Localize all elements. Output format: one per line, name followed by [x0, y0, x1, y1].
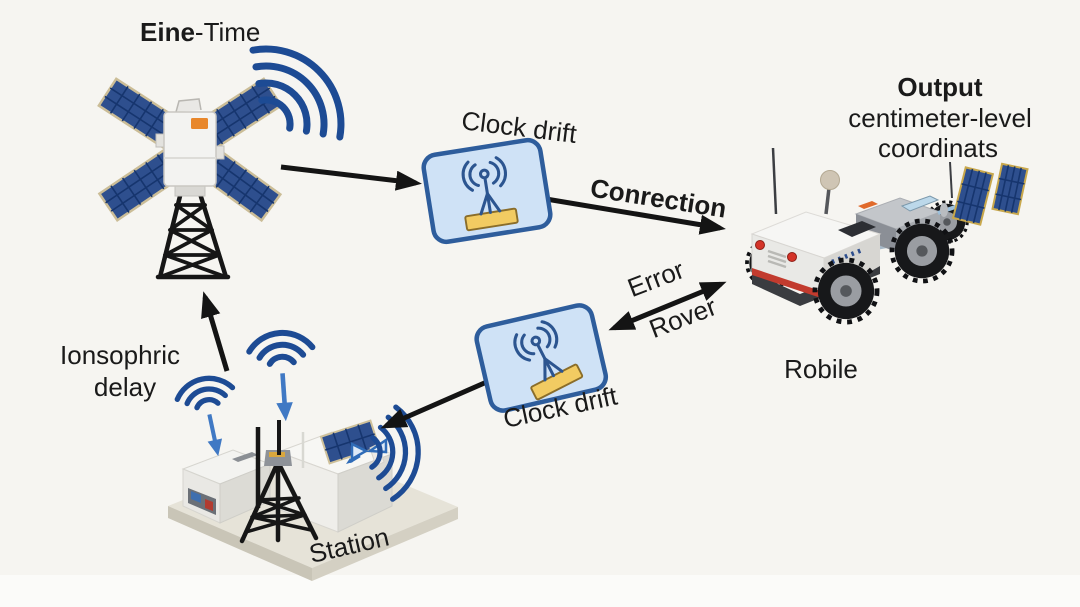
rover-headlight [787, 252, 797, 262]
clock-drift-box-bottom [474, 303, 609, 413]
output-line2: centimeter-level [848, 103, 1032, 133]
rover-top-module [838, 221, 876, 237]
satellite-icon [97, 28, 363, 280]
rover-red-stripe [752, 268, 824, 299]
satellite-window [191, 118, 208, 129]
rover-headlight [755, 240, 765, 250]
satellite-body [163, 111, 217, 187]
station-platform-edge-left [168, 506, 312, 581]
rover-icon [745, 147, 1029, 322]
arrow-error-rover [608, 281, 727, 331]
rover-name-label: Robile [784, 354, 858, 384]
satellite-tower [155, 181, 231, 280]
satellite-title-bold: Eine [140, 17, 195, 47]
base-station-icon [168, 406, 458, 581]
rover-blue-deco [831, 247, 863, 265]
background-bottom-strip [0, 575, 1080, 607]
satellite-body-group [97, 77, 283, 222]
rover-mast-ball [820, 170, 840, 190]
station-platform-edge-right [312, 507, 458, 581]
satellite-title-rest: -Time [195, 17, 260, 47]
rover-solar-appendage [937, 162, 1029, 226]
rover-antenna [949, 161, 953, 199]
arrow-satellite-to-box [280, 164, 422, 191]
ionospheric-label-line1: Ionsophric [60, 340, 180, 370]
rover-screen [900, 195, 940, 212]
satellite-title: Eine-Time [140, 17, 260, 47]
station-tower [239, 420, 319, 544]
clock-drift-box-top [421, 137, 553, 245]
arrow-correction [545, 196, 726, 235]
rover-antenna [771, 147, 778, 215]
arrow-box-to-station [380, 378, 491, 429]
ionospheric-label-line2: delay [94, 372, 156, 402]
output-title: Output [897, 72, 983, 102]
arrow-ionospheric-up [201, 291, 230, 372]
output-line3: coordinats [878, 133, 998, 163]
station-equipment-box [181, 449, 272, 524]
